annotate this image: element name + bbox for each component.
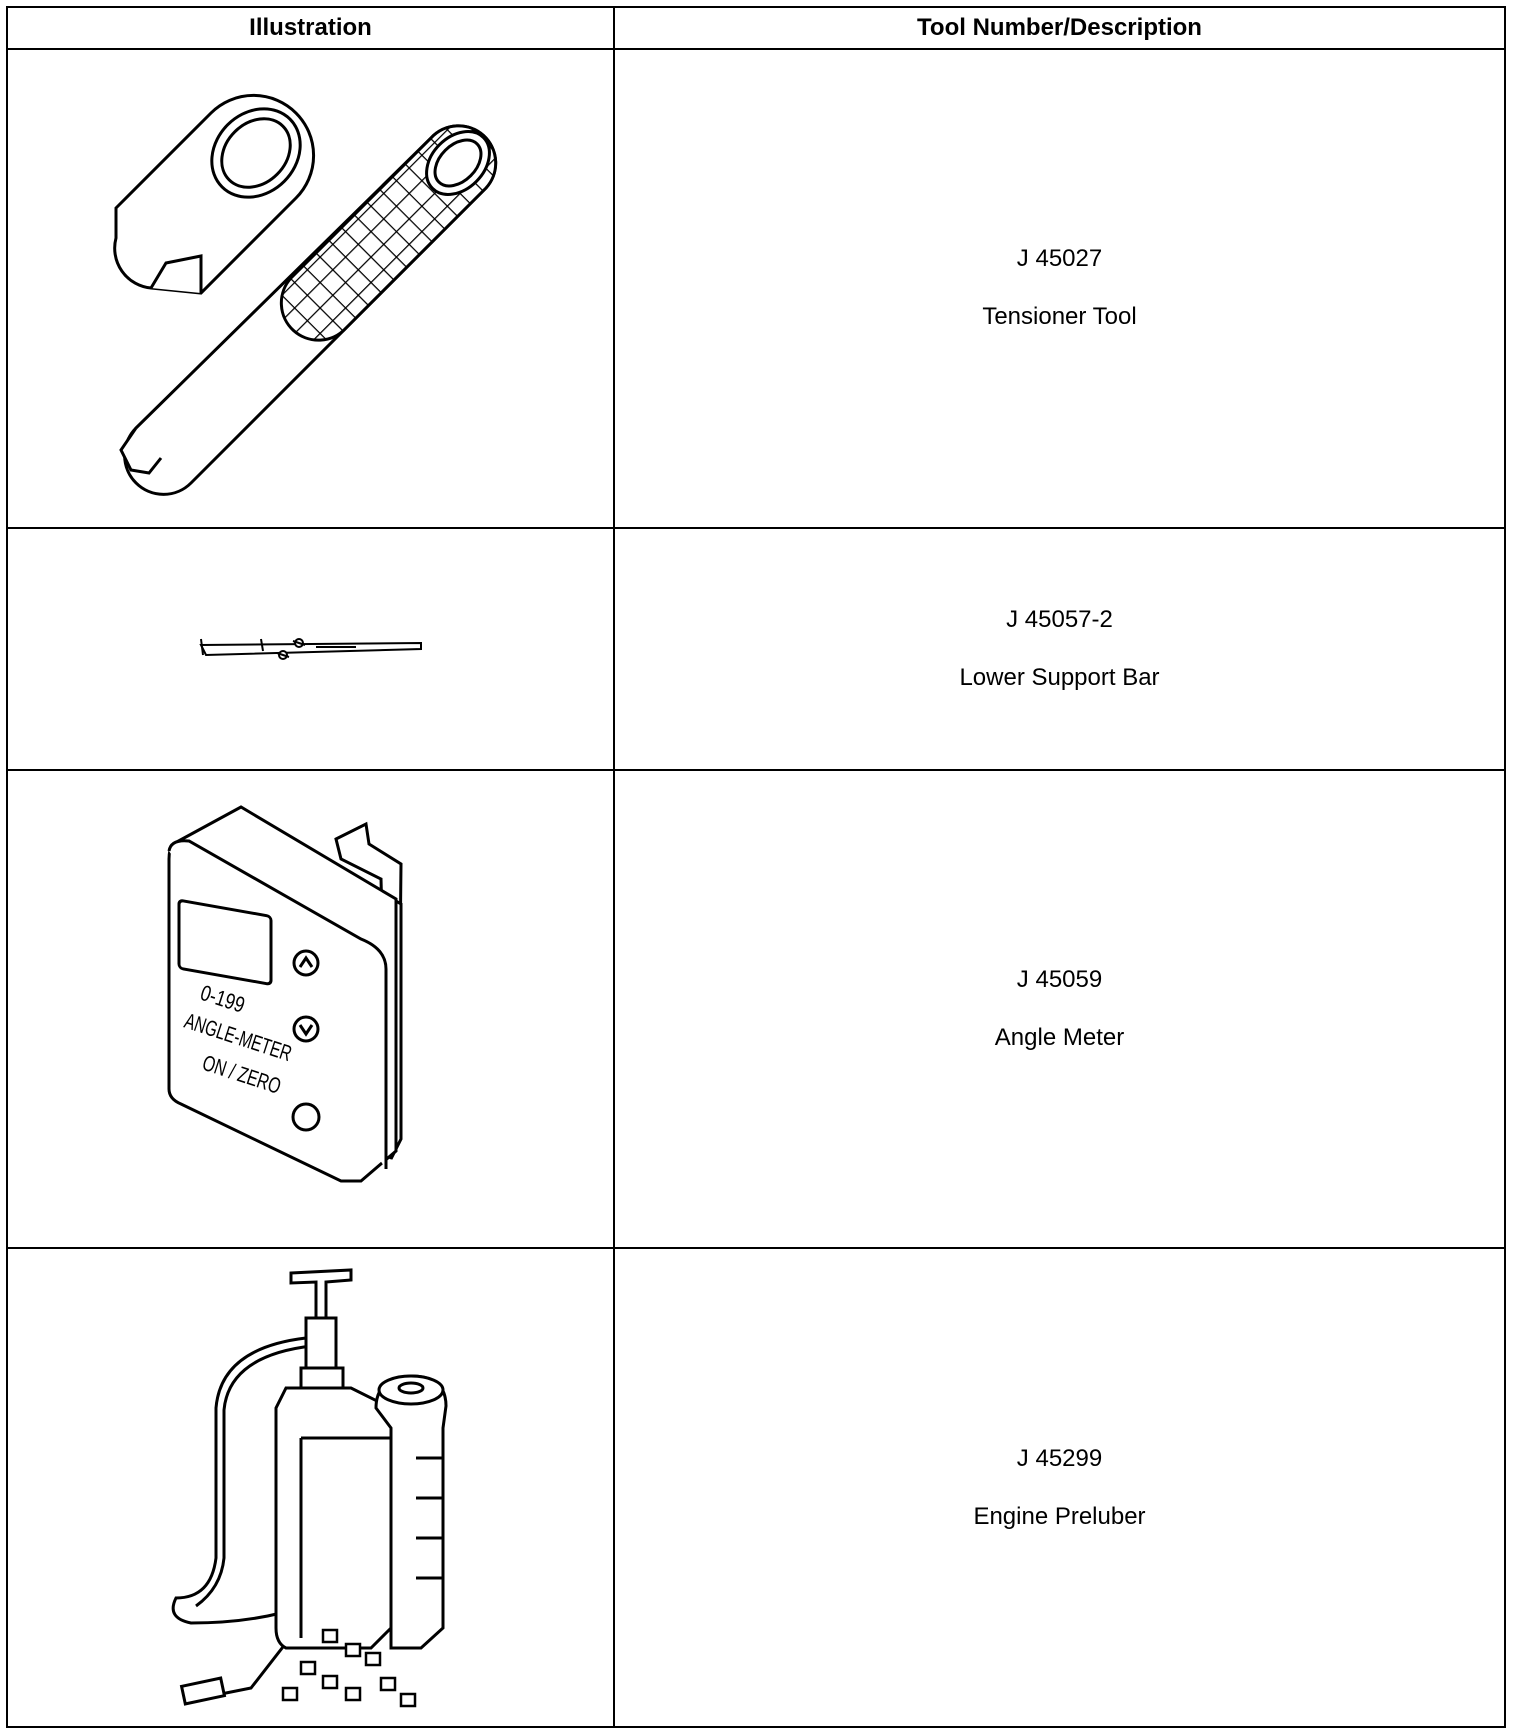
table-row: J 45299 Engine Preluber <box>6 1247 1506 1728</box>
table-row: J 45027 Tensioner Tool <box>6 48 1506 529</box>
display-window <box>177 899 272 986</box>
table-row: J 45057-2 Lower Support Bar <box>6 526 1506 771</box>
table-row: 0-199 ANGLE-METER ON / ZERO J 45059 Angl… <box>6 768 1506 1250</box>
tool-description: Lower Support Bar <box>959 663 1160 691</box>
illustration-cell <box>6 526 615 771</box>
tool-description: Angle Meter <box>994 1024 1125 1052</box>
on-zero-button-icon <box>291 1102 320 1132</box>
description-cell: J 45027 Tensioner Tool <box>613 48 1506 529</box>
tool-description: Tensioner Tool <box>982 303 1137 331</box>
tool-number: J 45059 <box>1016 966 1103 994</box>
description-cell: J 45059 Angle Meter <box>613 768 1506 1250</box>
knurled-handle <box>118 124 497 497</box>
tool-number: J 45057-2 <box>1006 605 1113 633</box>
header-tool-number-description: Tool Number/Description <box>613 6 1506 50</box>
lower-support-bar-illustration <box>198 637 422 660</box>
illustration-cell: 0-199 ANGLE-METER ON / ZERO <box>6 768 615 1250</box>
socket-sleeve <box>112 94 315 295</box>
tool-number: J 45299 <box>1016 1444 1103 1472</box>
up-button-icon <box>292 949 319 977</box>
tool-description: Engine Preluber <box>973 1502 1146 1530</box>
special-tools-table: Illustration Tool Number/Description <box>6 6 1506 1728</box>
illustration-cell <box>6 48 615 529</box>
tensioner-tool-illustration <box>112 94 497 497</box>
tool-number: J 45027 <box>1016 245 1103 273</box>
engine-preluber-illustration <box>171 1268 448 1707</box>
header-illustration: Illustration <box>6 6 615 50</box>
description-cell: J 45057-2 Lower Support Bar <box>613 526 1506 771</box>
description-cell: J 45299 Engine Preluber <box>613 1247 1506 1728</box>
down-button-icon <box>292 1015 319 1043</box>
illustration-cell <box>6 1247 615 1728</box>
angle-meter-illustration: 0-199 ANGLE-METER ON / ZERO <box>167 805 403 1183</box>
table-header-row: Illustration Tool Number/Description <box>6 6 1506 50</box>
